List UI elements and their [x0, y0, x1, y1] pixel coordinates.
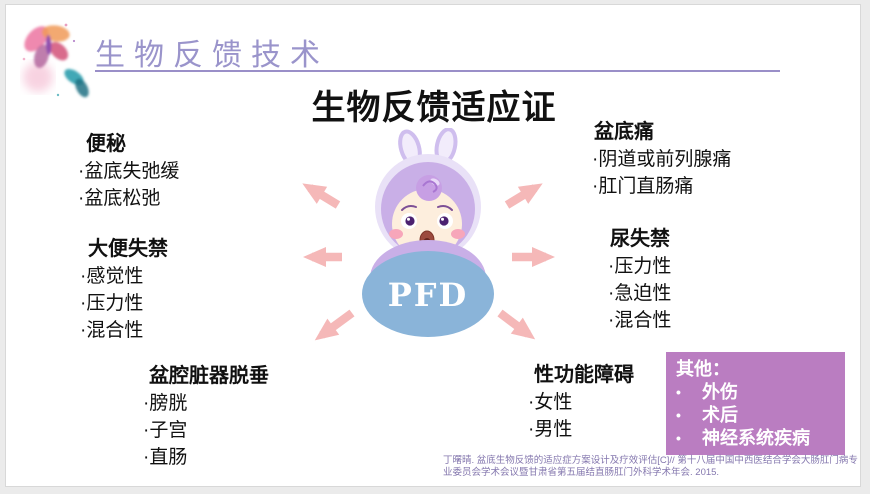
section-item: ·直肠: [143, 447, 188, 468]
bullet-icon: •: [676, 384, 681, 400]
section-urinary-incontinence: 尿失禁 ·压力性 ·急迫性 ·混合性: [608, 226, 671, 334]
pfd-label: PFD: [388, 276, 469, 314]
section-item: ·急迫性: [608, 283, 672, 304]
section-item: ·盆底松弛: [78, 188, 161, 209]
section-title: 大便失禁: [88, 238, 168, 260]
other-box-item-label: 外伤: [702, 382, 738, 402]
section-title: 性功能障碍: [534, 364, 634, 386]
section-pelvic-organ-prolapse: 盆腔脏器脱垂 ·膀胱 ·子宫 ·直肠: [143, 363, 269, 471]
section-item: ·混合性: [80, 320, 144, 341]
worried-baby-mascot-icon: PFD: [362, 128, 494, 337]
other-box: 其他： • 外伤 • 术后 • 神经系统疾病: [666, 352, 845, 455]
section-item: ·盆底失弛缓: [78, 161, 180, 182]
butterfly-decoration-icon: [22, 23, 89, 98]
section-title: 盆底痛: [594, 121, 654, 143]
other-box-item: • 神经系统疾病: [676, 427, 837, 450]
section-item: ·女性: [528, 392, 573, 413]
section-item: ·子宫: [143, 420, 188, 441]
section-item: ·压力性: [608, 256, 672, 277]
section-item: ·肛门直肠痛: [592, 176, 694, 197]
bullet-icon: •: [676, 430, 681, 446]
section-item: ·男性: [528, 419, 573, 440]
citation-text: 丁曙晴. 盆底生物反馈的适应症方案设计及疗效评估[C]// 第十八届中国中西医结…: [443, 455, 858, 478]
page-title: 生物反馈技术: [95, 38, 329, 73]
other-box-item: • 外伤: [676, 381, 837, 404]
slide-title: 生物反馈适应证: [311, 89, 557, 127]
section-item: ·感觉性: [80, 266, 144, 287]
radiating-arrows-icon: [302, 183, 555, 341]
section-title: 便秘: [86, 133, 126, 155]
section-fecal-incontinence: 大便失禁 ·感觉性 ·压力性 ·混合性: [80, 236, 168, 344]
section-title: 盆腔脏器脱垂: [149, 365, 269, 387]
section-item: ·阴道或前列腺痛: [592, 149, 732, 170]
section-item: ·压力性: [80, 293, 144, 314]
title-underline: [95, 70, 780, 72]
other-box-item-label: 术后: [702, 405, 738, 425]
bullet-icon: •: [676, 407, 681, 423]
other-box-title: 其他：: [676, 359, 730, 379]
other-box-item-label: 神经系统疾病: [702, 428, 810, 448]
section-constipation: 便秘 ·盆底失弛缓 ·盆底松弛: [78, 131, 179, 212]
other-box-item: • 术后: [676, 404, 837, 427]
section-title: 尿失禁: [610, 228, 670, 250]
section-item: ·膀胱: [143, 393, 188, 414]
section-sexual-dysfunction: 性功能障碍 ·女性 ·男性: [528, 362, 634, 443]
section-pelvic-floor-pain: 盆底痛 ·阴道或前列腺痛 ·肛门直肠痛: [592, 119, 731, 200]
section-item: ·混合性: [608, 310, 672, 331]
